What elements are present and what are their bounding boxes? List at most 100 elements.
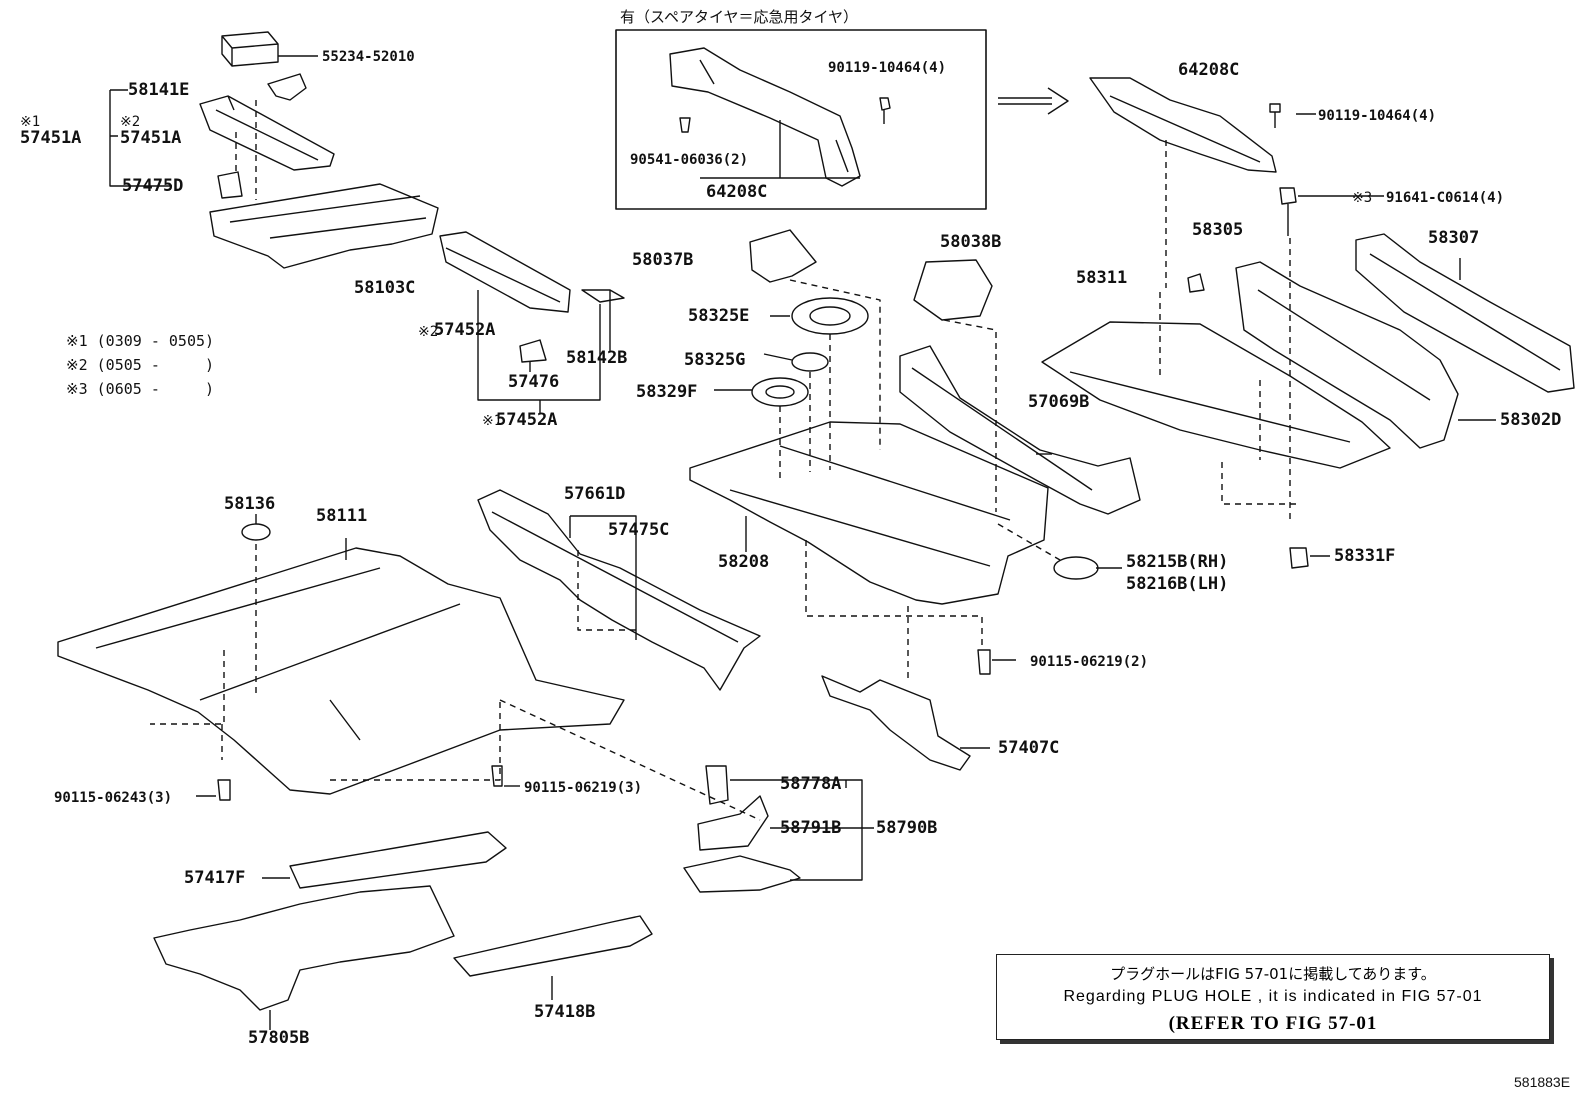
label-57475C: 57475C bbox=[608, 520, 670, 540]
part-57805B bbox=[153, 885, 455, 1011]
label-57476: 57476 bbox=[508, 372, 560, 392]
part-64208C bbox=[1089, 77, 1277, 173]
label-58208: 58208 bbox=[718, 552, 770, 572]
label-58305: 58305 bbox=[1192, 220, 1244, 240]
label-58307: 58307 bbox=[1428, 228, 1480, 248]
mark-1: ※1 bbox=[20, 114, 41, 130]
part-57452A bbox=[439, 231, 571, 313]
label-58111: 58111 bbox=[316, 506, 368, 526]
label-58331F: 58331F bbox=[1334, 546, 1396, 566]
label-58778A: 58778A bbox=[780, 774, 842, 794]
part-58329F bbox=[751, 377, 809, 407]
label-55234-52010: 55234-52010 bbox=[322, 49, 415, 65]
part-57417F bbox=[289, 831, 507, 889]
label-58038B: 58038B bbox=[940, 232, 1002, 252]
label-64208C: 64208C bbox=[1178, 60, 1240, 80]
part-58325E bbox=[791, 297, 869, 335]
part-58142B bbox=[581, 289, 625, 303]
mark-2b: ※2 bbox=[418, 324, 439, 340]
label-58142B: 58142B bbox=[566, 348, 628, 368]
part-58103C bbox=[209, 183, 439, 269]
label-90119-10464: 90119-10464(4) bbox=[1318, 108, 1437, 124]
part-57451A bbox=[199, 95, 335, 171]
bolt-90115-06243 bbox=[217, 779, 231, 801]
label-90115-06219-3: 90115-06219(3) bbox=[524, 780, 643, 796]
label-57069B: 57069B bbox=[1028, 392, 1090, 412]
reference-refer-link: (REFER TO FIG 57-01 bbox=[1168, 1013, 1378, 1034]
figure-id: 581883E bbox=[1514, 1074, 1571, 1090]
part-57418B bbox=[453, 915, 653, 977]
part-58778A bbox=[705, 765, 729, 805]
label-58141E: 58141E bbox=[128, 80, 190, 100]
spare-tire-box bbox=[615, 29, 987, 210]
bolt-91641 bbox=[1279, 187, 1297, 236]
legend-line-3: ※3 (0605 - ) bbox=[66, 380, 215, 398]
label-58325E: 58325E bbox=[688, 306, 750, 326]
part-58307 bbox=[1355, 233, 1575, 393]
bolt-90115-06219-a bbox=[977, 649, 991, 675]
label-91641-C0614: 91641-C0614(4) bbox=[1386, 190, 1505, 206]
part-58111 bbox=[57, 547, 625, 795]
spare-tire-note: 有（スペアタイヤ＝応急用タイヤ） bbox=[620, 8, 859, 26]
part-57475D bbox=[217, 171, 243, 199]
bolt-90119-right bbox=[1269, 103, 1281, 128]
label-58037B: 58037B bbox=[632, 250, 694, 270]
label-57407C: 57407C bbox=[998, 738, 1060, 758]
label-58790B: 58790B bbox=[876, 818, 938, 838]
label-57475D: 57475D bbox=[122, 176, 184, 196]
part-58791B bbox=[697, 795, 769, 851]
mark-3: ※3 bbox=[1352, 190, 1373, 206]
direction-arrow bbox=[998, 87, 1069, 115]
label-90541-06036: 90541-06036(2) bbox=[630, 152, 749, 168]
label-58791B: 58791B bbox=[780, 818, 842, 838]
label-58215B: 58215B(RH) bbox=[1126, 552, 1229, 572]
part-58790B-plate bbox=[683, 855, 801, 893]
bolt-90115-06219-b bbox=[491, 765, 503, 787]
label-58216B: 58216B(LH) bbox=[1126, 574, 1229, 594]
label-90115-06219-2: 90115-06219(2) bbox=[1030, 654, 1149, 670]
label-57417F: 57417F bbox=[184, 868, 246, 888]
reference-note-box: プラグホールはFIG 57-01に掲載してあります。 Regarding PLU… bbox=[996, 954, 1550, 1040]
label-57418B: 57418B bbox=[534, 1002, 596, 1022]
label-57451A-1: 57451A bbox=[20, 128, 82, 148]
bolt-90119-spare bbox=[879, 97, 891, 124]
reference-note-en: Regarding PLUG HOLE , it is indicated in… bbox=[1063, 988, 1483, 1005]
label-90119-10464-spare: 90119-10464(4) bbox=[828, 60, 947, 76]
legend-line-1: ※1 (0309 - 0505) bbox=[66, 332, 215, 350]
label-57452A-2: 57452A bbox=[434, 320, 496, 340]
part-58302D bbox=[1235, 261, 1459, 449]
label-58329F: 58329F bbox=[636, 382, 698, 402]
part-58305 bbox=[1187, 273, 1205, 293]
part-57069B bbox=[899, 345, 1141, 515]
label-57451A-2: 57451A bbox=[120, 128, 182, 148]
part-57661D bbox=[477, 489, 761, 691]
label-58136: 58136 bbox=[224, 494, 276, 514]
label-57452A-1: 57452A bbox=[496, 410, 558, 430]
clip-90541 bbox=[679, 117, 691, 133]
legend-line-2: ※2 (0505 - ) bbox=[66, 356, 215, 374]
mark-1b: ※1 bbox=[482, 413, 503, 429]
label-64208C-spare: 64208C bbox=[706, 182, 768, 202]
part-57407C bbox=[821, 675, 971, 771]
part-58037B bbox=[749, 229, 817, 283]
label-57805B: 57805B bbox=[248, 1028, 310, 1048]
part-58331F bbox=[1289, 547, 1309, 569]
part-55234-pad bbox=[221, 31, 279, 67]
label-58103C: 58103C bbox=[354, 278, 416, 298]
part-64208C-spare bbox=[669, 47, 861, 187]
mark-2: ※2 bbox=[120, 114, 141, 130]
label-57661D: 57661D bbox=[564, 484, 626, 504]
reference-note-jp: プラグホールはFIG 57-01に掲載してあります。 bbox=[1110, 965, 1436, 983]
label-58311: 58311 bbox=[1076, 268, 1128, 288]
part-58038B bbox=[913, 259, 993, 321]
part-58141E bbox=[267, 73, 307, 101]
part-58136 bbox=[241, 523, 271, 541]
part-58325G bbox=[791, 352, 829, 372]
label-90115-06243: 90115-06243(3) bbox=[54, 790, 173, 806]
part-58311 bbox=[1041, 321, 1391, 469]
part-57476 bbox=[519, 339, 547, 363]
part-58208 bbox=[689, 421, 1049, 605]
part-58215B bbox=[1053, 556, 1099, 580]
